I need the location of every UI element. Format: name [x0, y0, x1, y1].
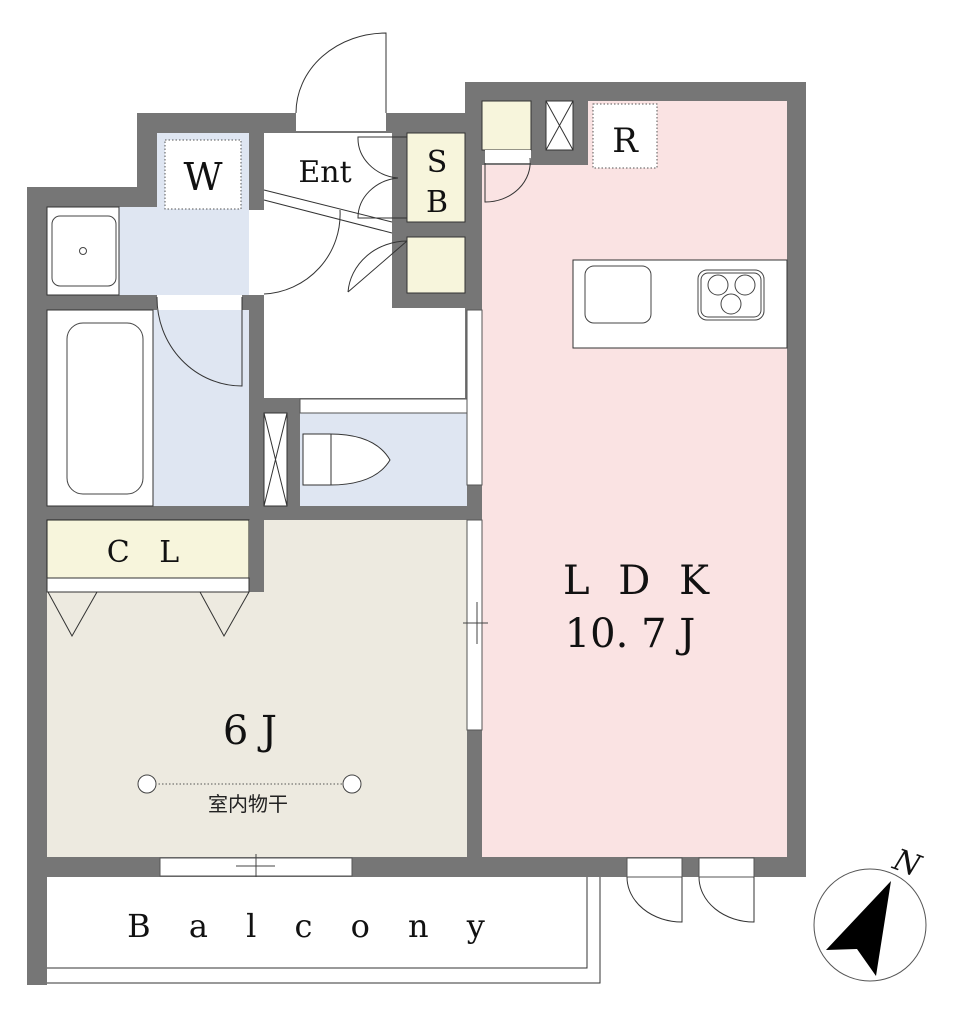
front-door-opening — [296, 113, 386, 131]
stove — [697, 269, 765, 321]
toilet-sliding-door[interactable] — [299, 398, 468, 414]
ldk-label: L D K — [563, 558, 717, 604]
shoebox-door-swings — [347, 136, 408, 293]
front-door-swing[interactable] — [295, 32, 387, 114]
bathtub — [46, 309, 154, 507]
ldk-pipe-shaft-cross — [545, 100, 574, 151]
entrance-label: Ent — [298, 155, 351, 190]
washbasin — [46, 206, 120, 296]
bedroom-size-label: 6 J — [223, 708, 277, 754]
north-arrow-icon — [826, 881, 891, 976]
drying-rail-hook-right — [342, 774, 362, 794]
hall-sliding-door[interactable] — [466, 309, 483, 486]
drain-icon — [79, 247, 87, 255]
washer-space — [164, 139, 242, 210]
bathtub-basin — [66, 322, 144, 495]
ldk-door-right[interactable] — [698, 857, 755, 878]
washroom-label: W — [183, 155, 222, 199]
drying-rail-hook-left — [137, 774, 157, 794]
washbasin-bowl — [51, 215, 117, 287]
closet-door-track — [46, 577, 250, 593]
ldk-door-left[interactable] — [626, 857, 683, 878]
bedroom-sliding-door[interactable] — [466, 519, 483, 731]
shoe-box-lower[interactable] — [406, 236, 466, 294]
entrance-hall — [392, 308, 465, 398]
ldk-floor — [482, 101, 787, 857]
shoebox-label-b: B — [426, 185, 448, 220]
closet-folding-doors[interactable] — [47, 591, 250, 638]
burner-icon — [720, 293, 742, 315]
pipe-shaft-cross — [263, 412, 288, 507]
bedroom-floor — [47, 520, 467, 857]
burner-icon — [734, 274, 756, 296]
washroom-door-opening — [249, 210, 264, 295]
stove-inner — [700, 272, 762, 318]
closet-label: C L — [107, 535, 189, 570]
shoe-box-upper[interactable] — [406, 132, 466, 223]
entrance-floor — [264, 133, 392, 398]
washroom-door-swing[interactable] — [263, 189, 393, 295]
ldk-storage[interactable] — [481, 100, 532, 151]
ldk-storage-door-swing — [484, 157, 531, 203]
refrigerator-label: R — [612, 121, 639, 161]
balcony-label: B a l c o n y — [127, 907, 499, 945]
ldk-size-label: 10. 7 J — [565, 611, 696, 657]
ldk-door-swings — [626, 876, 755, 923]
refrigerator-space — [592, 103, 658, 169]
burner-icon — [707, 274, 729, 296]
toilet-icon — [302, 433, 391, 486]
bathroom-door-swing[interactable] — [156, 296, 243, 387]
ldk-storage-door-opening — [485, 150, 531, 163]
drying-rail-label: 室内物干 — [208, 792, 288, 816]
closet[interactable] — [46, 519, 250, 579]
kitchen-sink — [584, 265, 652, 324]
closet-side-wall — [249, 520, 264, 592]
balcony-railing — [47, 877, 601, 984]
shoebox-label-s: S — [427, 145, 448, 180]
balcony-floor — [47, 877, 600, 983]
bathroom-door-opening — [157, 295, 242, 310]
